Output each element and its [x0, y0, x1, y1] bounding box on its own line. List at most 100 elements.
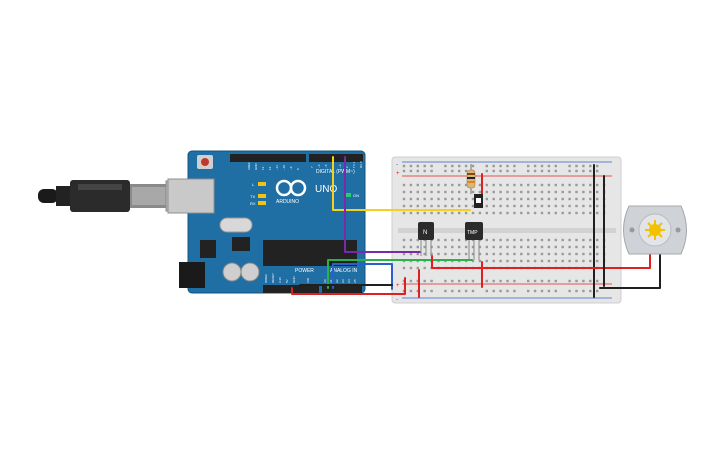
breadboard-hole: [506, 190, 509, 194]
breadboard-hole: [561, 238, 564, 242]
breadboard-hole: [471, 259, 475, 263]
breadboard-hole: [506, 289, 509, 293]
wire-black-motor: [599, 253, 661, 289]
breadboard-hole: [471, 164, 475, 168]
breadboard-hole: [540, 252, 544, 256]
breadboard-hole: [444, 183, 447, 187]
breadboard-hole: [437, 245, 440, 249]
breadboard-hole: [485, 238, 488, 242]
breadboard-hole: [520, 197, 523, 201]
breadboard-hole: [554, 245, 557, 249]
breadboard-hole: [540, 190, 544, 194]
breadboard-hole: [554, 164, 557, 168]
breadboard-hole: [513, 252, 516, 256]
pin-label-gnd: GND: [254, 163, 258, 171]
breadboard-hole: [451, 211, 454, 215]
breadboard-hole: [437, 183, 440, 187]
breadboard-hole: [540, 245, 544, 249]
breadboard-hole: [568, 211, 571, 215]
breadboard-hole: [458, 183, 461, 187]
breadboard-hole: [485, 164, 488, 168]
breadboard-hole: [458, 289, 461, 293]
breadboard-hole: [499, 164, 502, 168]
breadboard-hole: [492, 259, 495, 263]
breadboard-hole: [582, 190, 585, 194]
breadboard-hole: [485, 197, 488, 201]
breadboard-hole: [409, 183, 413, 187]
breadboard-hole: [582, 245, 585, 249]
breadboard-hole: [409, 245, 413, 249]
breadboard-hole: [589, 289, 592, 293]
breadboard-hole: [409, 279, 413, 283]
breadboard-hole: [416, 197, 419, 201]
breadboard-hole: [561, 204, 564, 208]
wire-blue: [332, 263, 393, 290]
pin-label-0: RX 0: [359, 161, 363, 168]
breadboard-hole: [478, 259, 482, 263]
breadboard-hole: [464, 279, 468, 283]
breadboard-hole: [451, 279, 454, 283]
breadboard-hole: [464, 164, 468, 168]
breadboard-hole: [499, 204, 502, 208]
pin-label-3: ~3: [338, 164, 342, 168]
breadboard-hole: [513, 279, 516, 283]
breadboard-hole: [451, 238, 454, 242]
breadboard-hole: [485, 204, 488, 208]
breadboard-hole: [589, 259, 592, 263]
pin-label-13: 13: [261, 166, 265, 170]
breadboard-hole: [589, 245, 592, 249]
breadboard-hole: [533, 197, 537, 201]
breadboard-hole: [430, 279, 433, 283]
breadboard-hole: [513, 289, 516, 293]
breadboard: + - + -: [391, 156, 622, 304]
atmega-chip: [263, 240, 357, 266]
led-on: [345, 193, 351, 197]
breadboard-hole: [589, 190, 592, 194]
breadboard-hole: [527, 190, 530, 194]
breadboard-hole: [402, 211, 406, 215]
breadboard-hole: [499, 289, 502, 293]
breadboard-hole: [485, 259, 488, 263]
breadboard-hole: [561, 211, 564, 215]
arduino-logo-icon: [275, 179, 307, 197]
breadboard-hole: [540, 211, 544, 215]
breadboard-hole: [451, 245, 454, 249]
breadboard-hole: [464, 245, 468, 249]
breadboard-hole: [589, 279, 592, 283]
breadboard-hole: [402, 252, 406, 256]
breadboard-hole: [499, 245, 502, 249]
resistor: [466, 164, 476, 194]
breadboard-hole: [402, 245, 406, 249]
breadboard-hole: [520, 252, 523, 256]
breadboard-hole: [554, 204, 557, 208]
breadboard-hole: [527, 183, 530, 187]
breadboard-hole: [451, 204, 454, 208]
breadboard-hole: [582, 169, 585, 173]
breadboard-hole: [568, 204, 571, 208]
breadboard-hole: [444, 252, 447, 256]
breadboard-hole: [416, 164, 419, 168]
breadboard-hole: [402, 190, 406, 194]
breadboard-hole: [547, 204, 551, 208]
breadboard-hole: [464, 190, 468, 194]
breadboard-hole: [575, 252, 578, 256]
breadboard-hole: [527, 259, 530, 263]
breadboard-hole: [547, 245, 551, 249]
breadboard-hole: [437, 238, 440, 242]
breadboard-hole: [437, 211, 440, 215]
breadboard-hole: [520, 204, 523, 208]
breadboard-hole: [589, 238, 592, 242]
rail-plus-label-bottom: +: [396, 283, 400, 289]
breadboard-hole: [582, 211, 585, 215]
breadboard-hole: [561, 183, 564, 187]
breadboard-hole: [527, 279, 530, 283]
breadboard-hole: [444, 190, 447, 194]
breadboard-hole: [547, 211, 551, 215]
breadboard-hole: [582, 289, 585, 293]
breadboard-hole: [540, 279, 544, 283]
breadboard-hole: [506, 238, 509, 242]
breadboard-hole: [527, 238, 530, 242]
breadboard-hole: [458, 164, 461, 168]
breadboard-hole: [423, 245, 426, 249]
temperature-sensor: TMP: [465, 222, 483, 260]
